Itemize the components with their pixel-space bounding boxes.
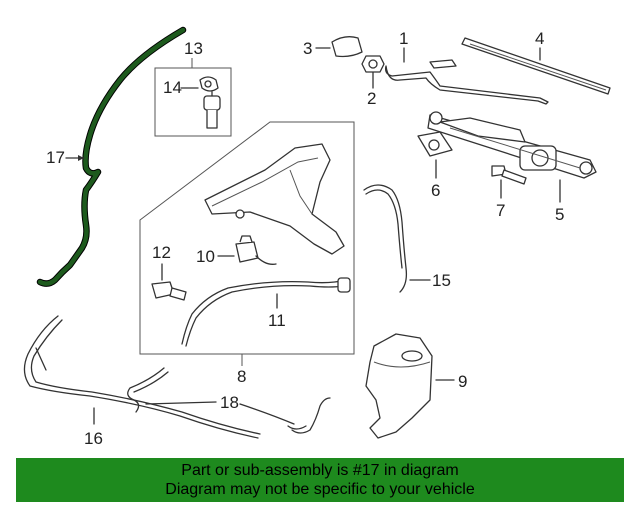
part-8-boundary <box>139 121 355 355</box>
part-16-hose[interactable] <box>23 315 261 439</box>
callout-4: 4 <box>535 29 544 48</box>
part-17-washer-hose[interactable] <box>36 26 187 287</box>
part-4-wiper-blade[interactable] <box>461 37 611 95</box>
callout-14: 14 <box>163 78 182 97</box>
callout-16: 16 <box>84 429 103 448</box>
banner-line-1: Part or sub-assembly is #17 in diagram <box>181 462 459 479</box>
leader-18b <box>239 403 295 425</box>
arrowhead-17 <box>78 155 84 161</box>
callout-12: 12 <box>152 243 171 262</box>
part-1-wiper-arm[interactable] <box>384 59 549 105</box>
callout-5: 5 <box>555 205 564 224</box>
part-7-bolt[interactable] <box>491 165 527 185</box>
part-3-cap[interactable] <box>331 36 363 58</box>
callout-18: 18 <box>220 393 239 412</box>
callout-13: 13 <box>184 39 203 58</box>
part-5-wiper-linkage[interactable] <box>427 111 597 179</box>
part-8-reservoir[interactable] <box>204 143 345 255</box>
part-2-nut[interactable] <box>361 55 385 73</box>
callout-15: 15 <box>432 271 451 290</box>
part-6-grommet[interactable] <box>417 131 453 157</box>
parts-diagram: 17 13 14 3 2 1 4 5 <box>23 26 611 448</box>
callout-11: 11 <box>268 311 286 330</box>
part-9-reservoir[interactable] <box>365 333 433 439</box>
part-10-pump[interactable] <box>235 235 277 265</box>
callout-7: 7 <box>496 201 505 220</box>
part-11-hose[interactable] <box>181 277 351 347</box>
part-14-nozzle[interactable] <box>199 76 221 129</box>
callout-10: 10 <box>196 247 215 266</box>
part-15-hose[interactable] <box>363 184 408 293</box>
callout-2: 2 <box>367 89 376 108</box>
callout-8: 8 <box>237 367 246 386</box>
callout-9: 9 <box>458 372 467 391</box>
banner-line-2: Diagram may not be specific to your vehi… <box>165 481 475 498</box>
leader-18a <box>145 401 217 405</box>
callout-3: 3 <box>303 39 312 58</box>
part-18-hose[interactable] <box>127 367 331 434</box>
callout-1: 1 <box>399 29 408 48</box>
info-banner: Part or sub-assembly is #17 in diagram D… <box>16 458 624 502</box>
part-12-sensor[interactable] <box>151 281 187 301</box>
callout-6: 6 <box>431 181 440 200</box>
callout-17: 17 <box>46 148 65 167</box>
part-13-box <box>154 67 232 137</box>
